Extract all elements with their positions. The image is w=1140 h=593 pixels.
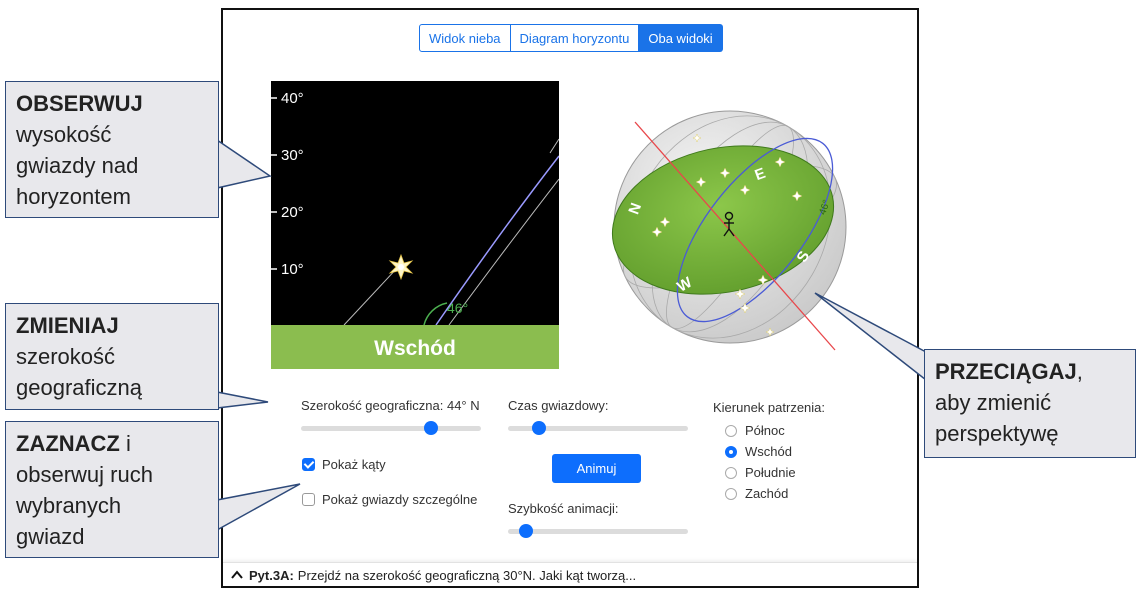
sky-view[interactable]: 40° 30° 20° 10° 46° Wschód <box>271 81 559 369</box>
pointer-drag <box>814 292 927 382</box>
callout-change-title: ZMIENIAJ <box>16 313 119 338</box>
viewing-direction-label: Kierunek patrzenia: <box>713 400 826 415</box>
ground <box>271 325 559 369</box>
celestial-axis <box>634 121 836 351</box>
callout-check-line: gwiazd <box>16 524 85 549</box>
latitude-slider-thumb[interactable] <box>423 421 438 435</box>
callout-check-line: obserwuj ruch <box>16 462 153 487</box>
direction-option-west[interactable]: Zachód <box>725 486 788 501</box>
pointer-observe <box>216 138 272 189</box>
callout-observe-line: wysokość <box>16 122 112 147</box>
callout-drag-line: aby zmienić <box>935 390 1052 415</box>
star-path-blue <box>435 155 559 326</box>
latitude-label: Szerokość geograficzna: 44° N <box>301 398 480 413</box>
speed-slider-thumb[interactable] <box>519 524 533 538</box>
speed-slider-track <box>508 529 688 534</box>
callout-change-line: geograficzną <box>16 375 142 400</box>
sidereal-time-label: Czas gwiazdowy: <box>508 398 609 413</box>
star-trail <box>343 265 400 326</box>
star-icon <box>692 133 702 143</box>
callout-change-line: szerokość <box>16 344 116 369</box>
callout-check: ZAZNACZ i obserwuj ruch wybranych gwiazd <box>5 421 219 558</box>
view-tabs: Widok nieba Diagram horyzontu Oba widoki <box>419 24 723 52</box>
callout-drag-line: perspektywę <box>935 421 1059 446</box>
sidereal-time-slider[interactable] <box>508 420 688 436</box>
altitude-label-20: 20° <box>281 204 304 221</box>
question-text: Przejdź na szerokość geograficzną 30°N. … <box>297 567 637 583</box>
star-icon <box>651 226 663 238</box>
sidereal-slider-thumb[interactable] <box>531 421 546 435</box>
altitude-label-10: 10° <box>281 261 304 278</box>
star-icon <box>765 327 775 337</box>
show-angles-label: Pokaż kąty <box>322 457 386 472</box>
tab-horizon-diagram[interactable]: Diagram horyzontu <box>510 24 640 52</box>
star-icon <box>734 288 746 300</box>
star-icon <box>791 190 803 202</box>
star-path-grey <box>448 178 559 326</box>
horizon-direction-label: Wschód <box>374 337 456 360</box>
sidereal-slider-track <box>508 426 688 431</box>
star-icon <box>739 184 751 196</box>
direction-label-west: Zachód <box>745 486 789 501</box>
star-icon <box>757 274 769 286</box>
star-icon <box>659 216 671 228</box>
angle-arc <box>423 302 448 326</box>
callout-check-title-suffix: i <box>119 431 131 456</box>
star-icon <box>719 167 731 179</box>
angle-label: 46° <box>447 300 468 316</box>
direction-label-north: Północ <box>745 423 785 438</box>
pointer-check <box>216 483 301 532</box>
callout-observe-title: OBSERWUJ <box>16 91 143 116</box>
direction-radio-east[interactable] <box>725 445 737 458</box>
callout-check-title: ZAZNACZ <box>16 431 120 456</box>
callout-change: ZMIENIAJ szerokość geograficzną <box>5 303 219 410</box>
direction-label-south: Południe <box>745 465 796 480</box>
star-icon[interactable] <box>388 253 414 281</box>
animate-button[interactable]: Animuj <box>552 454 641 483</box>
star-icon <box>739 302 751 314</box>
direction-radio-north[interactable] <box>725 424 737 437</box>
show-angles-option[interactable]: Pokaż kąty <box>302 457 386 472</box>
direction-radio-west[interactable] <box>725 487 737 500</box>
animation-speed-slider[interactable] <box>508 523 688 539</box>
sphere-angle-label: 46° <box>817 199 833 217</box>
latitude-slider-track <box>301 426 481 431</box>
callout-observe-line: gwiazdy nad <box>16 153 139 178</box>
altitude-label-30: 30° <box>281 147 304 164</box>
question-label: Pyt.3A: <box>249 567 294 583</box>
direction-option-south[interactable]: Południe <box>725 465 796 480</box>
direction-option-north[interactable]: Północ <box>725 423 785 438</box>
tab-sky-view[interactable]: Widok nieba <box>419 24 511 52</box>
sky-background <box>271 81 559 325</box>
altitude-label-40: 40° <box>281 90 304 107</box>
direction-option-east[interactable]: Wschód <box>725 444 792 459</box>
show-special-stars-checkbox[interactable] <box>302 493 315 506</box>
callout-drag-title-suffix: , <box>1076 359 1083 384</box>
chevron-up-icon[interactable] <box>231 569 243 581</box>
callout-check-line: wybranych <box>16 493 122 518</box>
star-icon <box>695 176 707 188</box>
celestial-sphere-view[interactable]: N E S W 46° <box>605 102 855 352</box>
animation-speed-label: Szybkość animacji: <box>508 501 619 516</box>
horizon-plane <box>611 145 835 295</box>
pointer-change <box>216 391 269 409</box>
show-special-stars-label: Pokaż gwiazdy szczególne <box>322 492 478 507</box>
show-special-stars-option[interactable]: Pokaż gwiazdy szczególne <box>302 492 477 507</box>
star-trail <box>549 138 559 154</box>
celestial-equator <box>676 137 834 323</box>
callout-observe-line: horyzontem <box>16 184 131 209</box>
callout-observe: OBSERWUJ wysokość gwiazdy nad horyzontem <box>5 81 219 218</box>
star-icon <box>774 156 786 168</box>
app-frame: Widok nieba Diagram horyzontu Oba widoki… <box>221 8 919 588</box>
observer-icon <box>723 211 735 237</box>
callout-drag: PRZECIĄGAJ, aby zmienić perspektywę <box>924 349 1136 458</box>
show-angles-checkbox[interactable] <box>302 458 315 471</box>
question-bar[interactable]: Pyt.3A: Przejdź na szerokość geograficzn… <box>223 562 917 587</box>
direction-radio-south[interactable] <box>725 466 737 479</box>
direction-label-east: Wschód <box>745 444 792 459</box>
latitude-slider[interactable] <box>301 420 481 436</box>
tab-both-views[interactable]: Oba widoki <box>639 24 723 52</box>
callout-drag-title: PRZECIĄGAJ <box>935 359 1077 384</box>
